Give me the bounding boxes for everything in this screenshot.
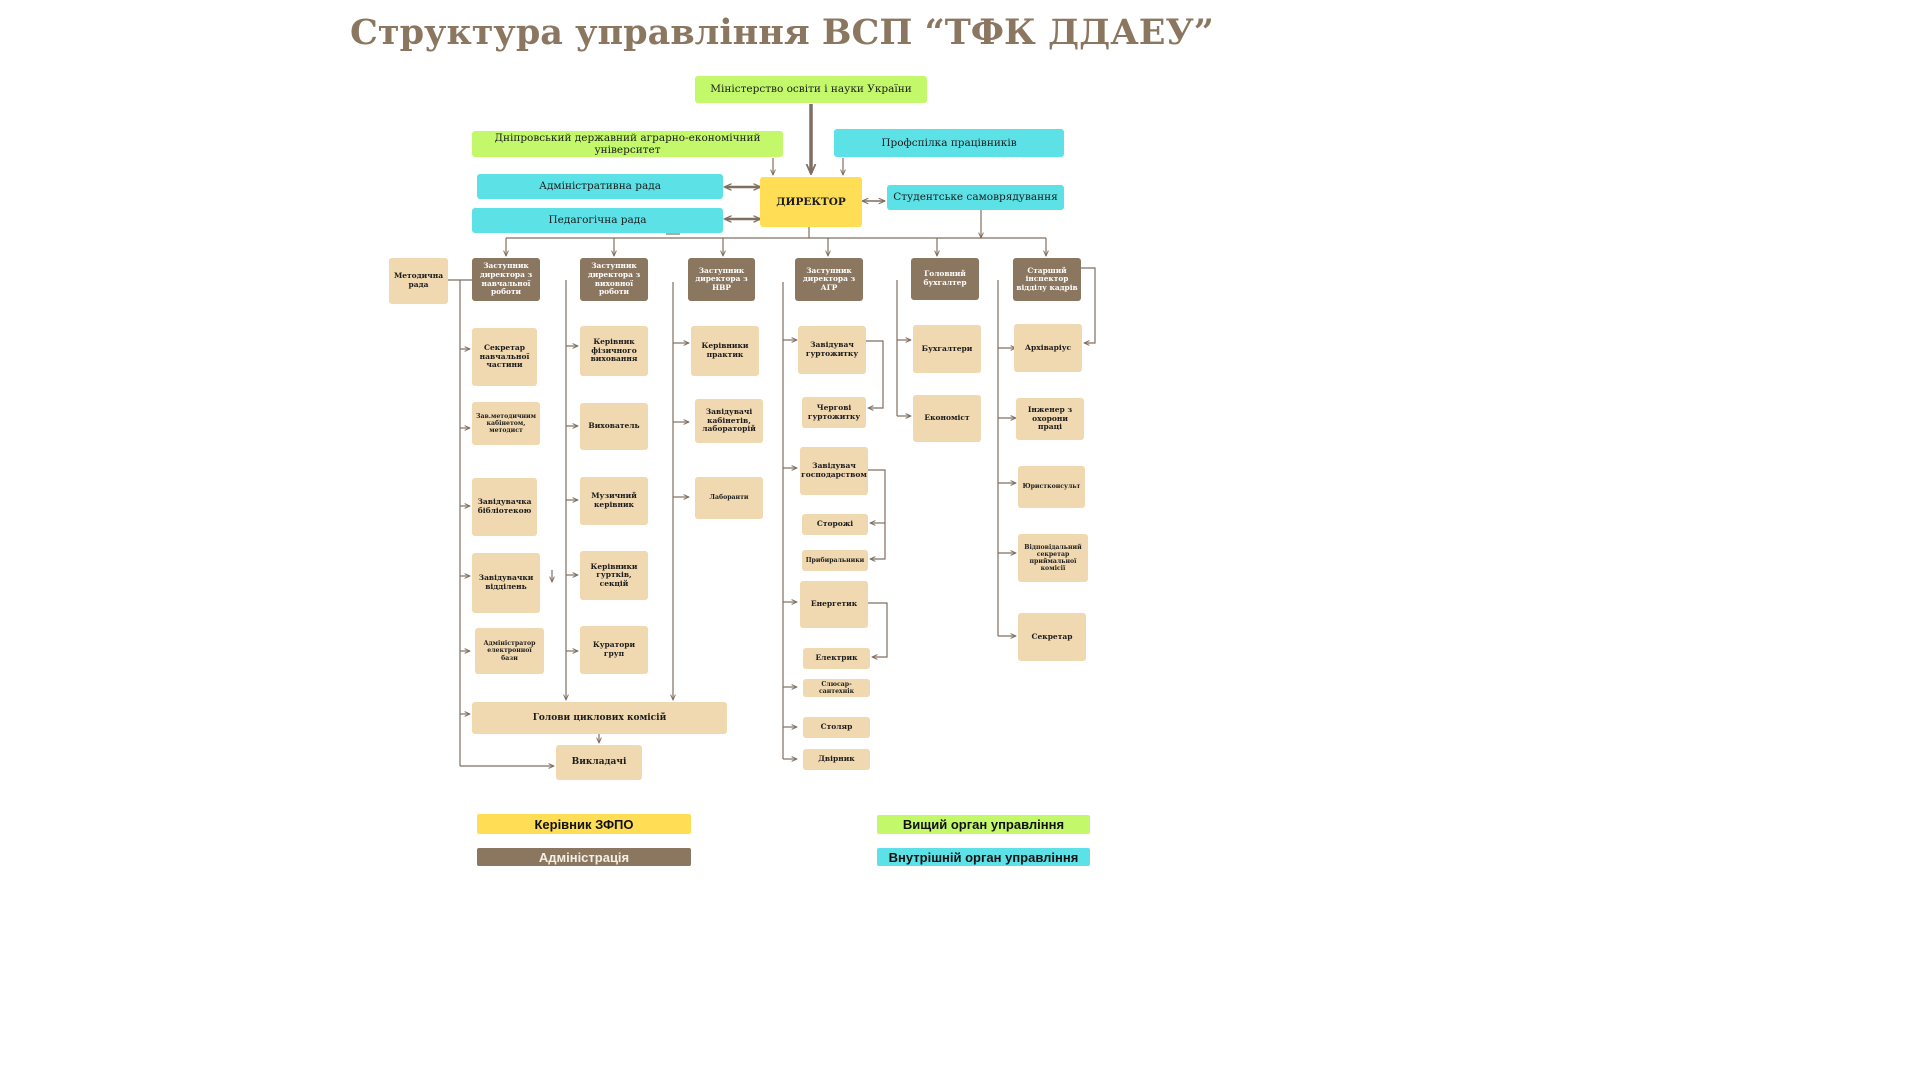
node-cycle-heads: Голови циклових комісій	[472, 702, 727, 734]
legend-head: Керівник ЗФПО	[477, 814, 691, 834]
node-method-council: Методична рада	[389, 258, 448, 304]
node-dep-upbr: Заступник директора з виховної роботи	[580, 258, 648, 301]
node-librarian: Завідувачка бібліотекою	[472, 478, 537, 536]
node-plumber: Слюсар-сантехнік	[803, 679, 870, 697]
node-pe-head: Керівник фізичного виховання	[580, 326, 648, 376]
connector-line-57	[1081, 267, 1096, 343]
node-practice-heads: Керівники практик	[691, 326, 759, 376]
node-educator: Вихователь	[580, 403, 648, 450]
node-university: Дніпровський державний аграрно-економічн…	[472, 131, 783, 157]
node-dep-agr: Заступник директора з АГР	[795, 258, 863, 301]
node-cleaners: Прибиральники	[802, 550, 868, 571]
node-teachers: Викладачі	[556, 745, 642, 780]
connector-lines	[448, 104, 1096, 880]
node-dep-nvr: Заступник директора з НВР	[688, 258, 755, 301]
node-dep-edu: Заступник директора з навчальної роботи	[472, 258, 540, 301]
node-janitor: Двірник	[803, 749, 870, 770]
node-dorm-head: Завідувач гуртожитку	[798, 326, 866, 374]
node-curators: Куратори груп	[580, 626, 648, 674]
node-director: ДИРЕКТОР	[760, 177, 862, 227]
node-lawyer: Юристконсульт	[1018, 466, 1085, 508]
node-lab-assist: Лаборанти	[695, 477, 763, 519]
node-economist: Економіст	[913, 395, 981, 442]
node-carpenter: Столяр	[803, 717, 870, 738]
page-title: Структура управління ВСП “ТФК ДДАЕУ”	[350, 12, 1214, 53]
legend-internal-body: Внутрішній орган управління	[877, 848, 1090, 866]
node-secretary: Секретар	[1018, 613, 1086, 661]
node-secr-edu: Секретар навчальної частини	[472, 328, 537, 386]
org-chart: Структура управління ВСП “ТФК ДДАЕУ” Мін…	[350, 12, 1214, 880]
node-student-gov: Студентське самоврядування	[887, 185, 1064, 210]
node-archivist: Архіваріус	[1014, 324, 1082, 372]
legend-higher-body: Вищий орган управління	[877, 815, 1090, 834]
node-ped-council: Педагогічна рада	[472, 208, 723, 233]
node-house-head: Завідувач господарством	[800, 447, 868, 495]
connector-line-44	[866, 340, 884, 408]
node-labor-eng: Інженер з охорони праці	[1016, 398, 1084, 440]
legend-administration: Адміністрація	[477, 848, 691, 866]
connector-line-47	[868, 602, 888, 657]
node-dept-heads: Завідувачки відділень	[472, 553, 540, 613]
node-guards: Сторожі	[802, 514, 868, 535]
node-music-head: Музичний керівник	[580, 477, 648, 525]
node-dorm-duty: Чергові гуртожитку	[802, 397, 866, 428]
node-club-heads: Керівники гуртків, секцій	[580, 551, 648, 600]
node-chief-acc: Головний бухгалтер	[911, 258, 979, 300]
node-adm-secr: Відповідальний секретар приймальної комі…	[1018, 534, 1088, 582]
node-union: Профспілка працівників	[834, 129, 1064, 157]
node-hr-insp: Старший інспектор відділу кадрів	[1013, 258, 1081, 301]
node-method-head: Зав.методичним кабінетом, методист	[472, 402, 540, 445]
connector-line-45	[868, 469, 886, 559]
node-electrician: Електрик	[803, 648, 870, 669]
node-e-admin: Адміністратор електронної бази	[475, 628, 544, 674]
node-cab-heads: Завідувачі кабінетів, лабораторій	[695, 399, 763, 443]
node-energetic: Енергетик	[800, 581, 868, 628]
node-ministry: Міністерство освіти і науки України	[695, 76, 927, 103]
node-accountants: Бухгалтери	[913, 325, 981, 373]
node-admin-council: Адміністративна рада	[477, 174, 723, 199]
